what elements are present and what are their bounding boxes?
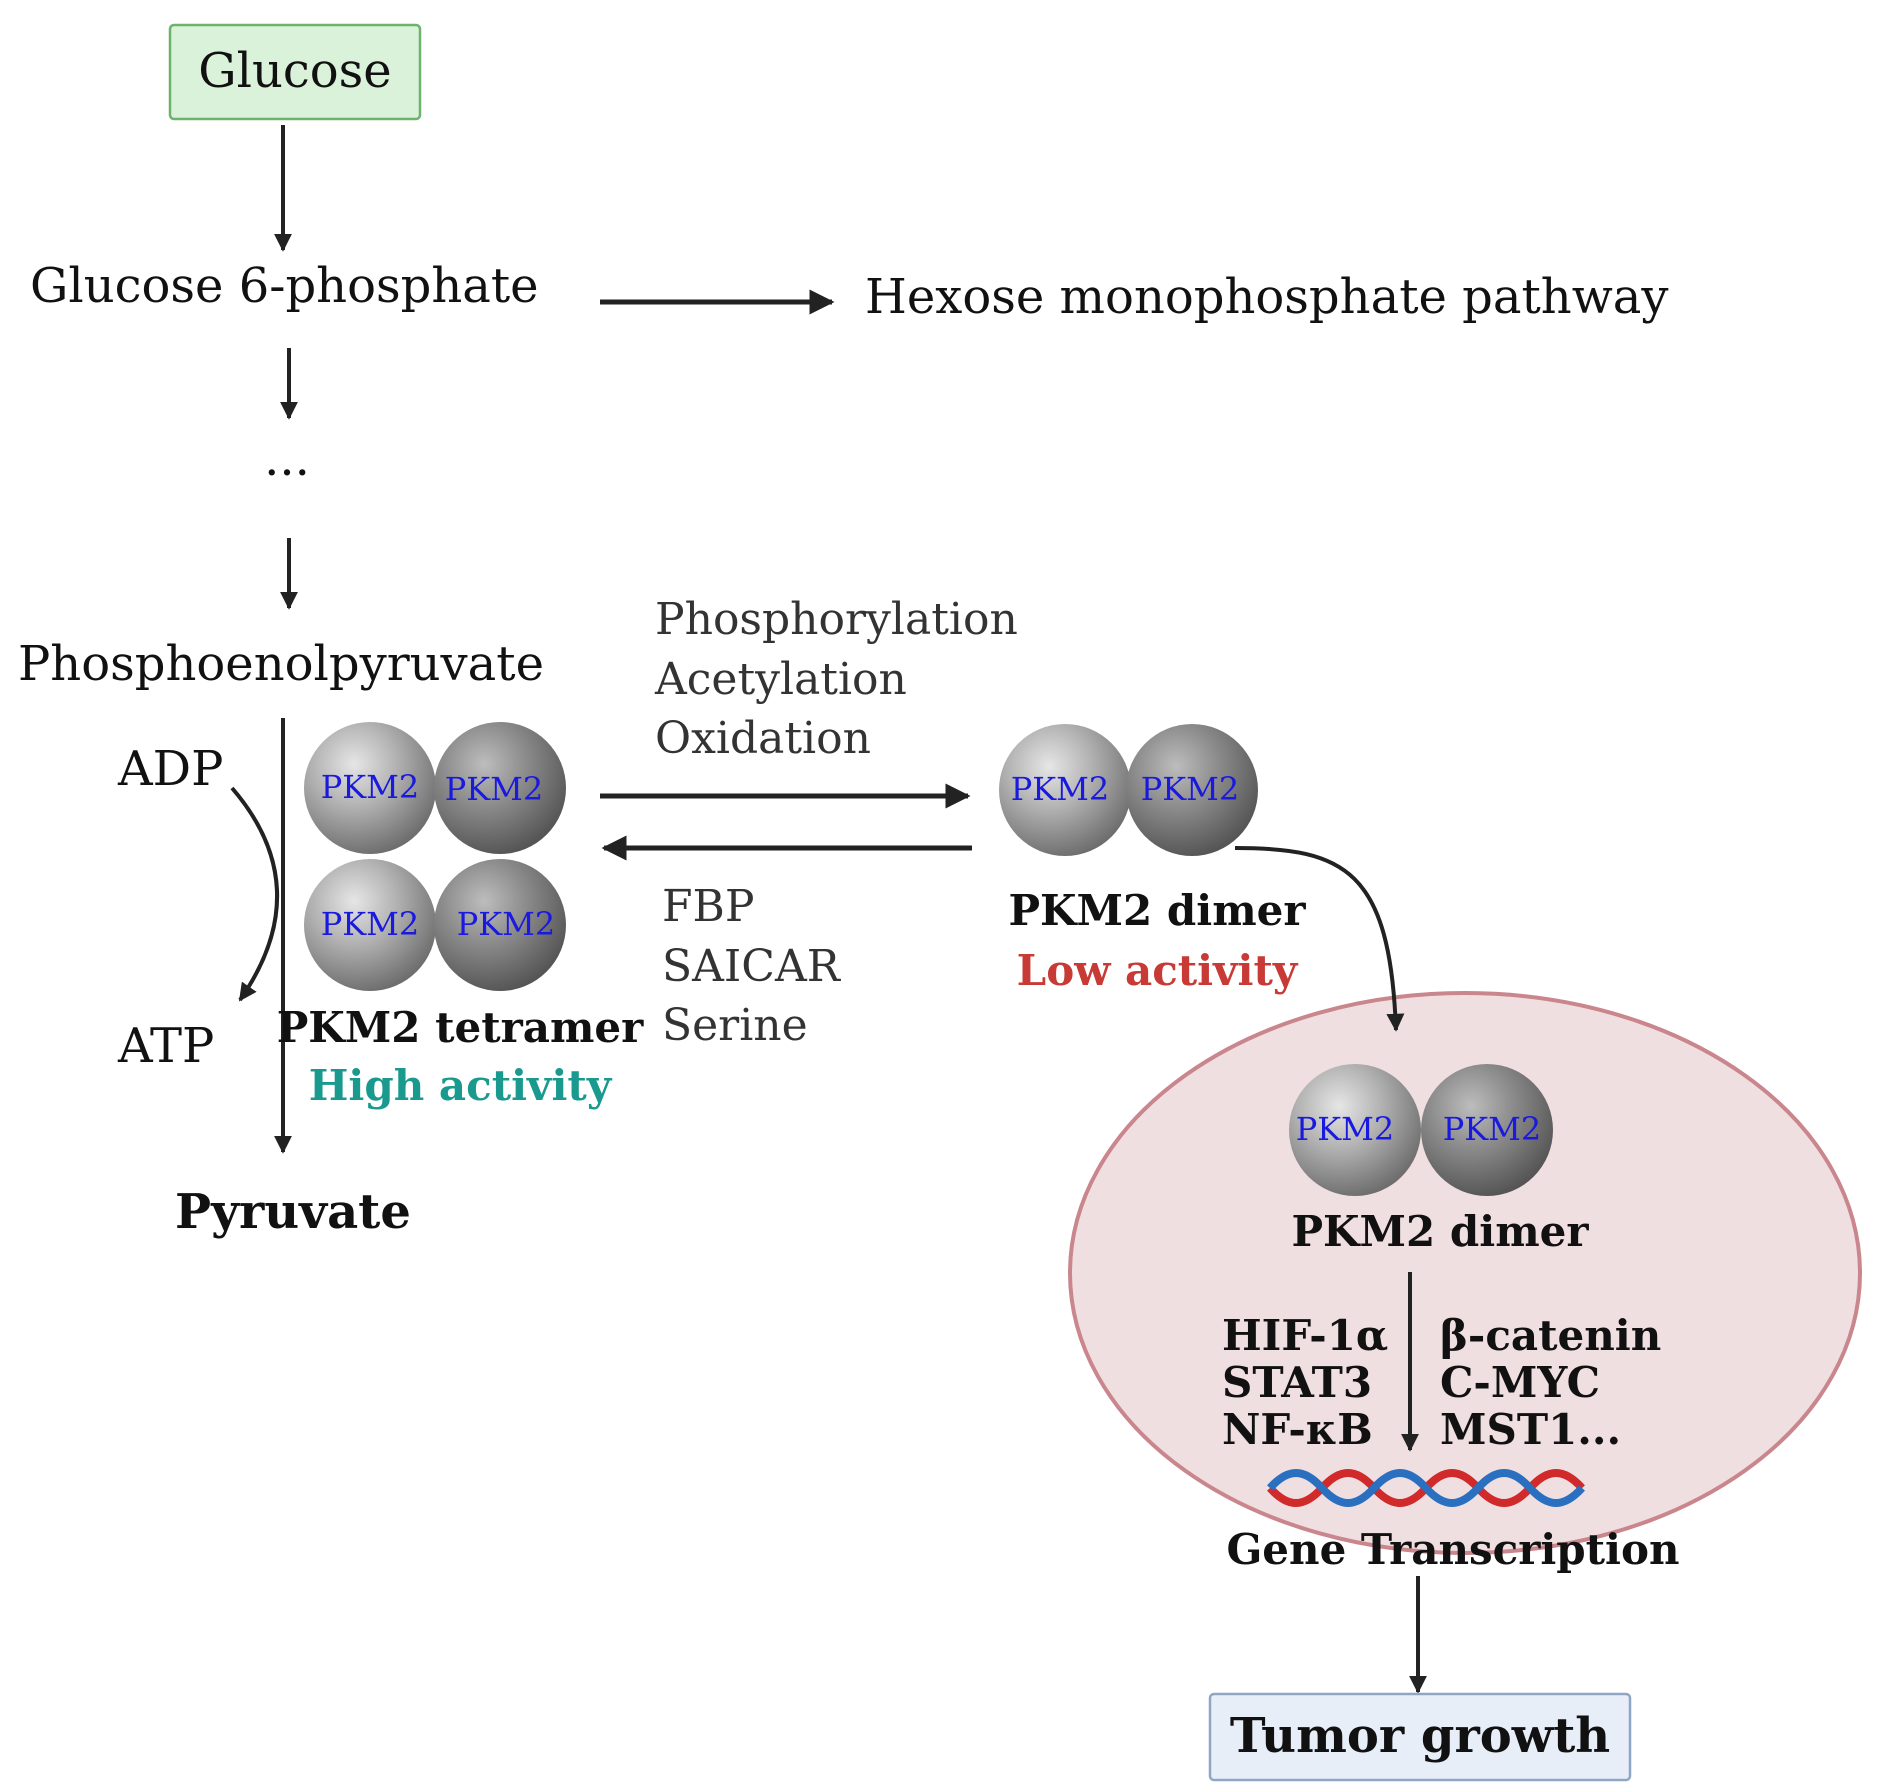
factor-item: STAT3 (1222, 1358, 1372, 1407)
nuclear-pkm2-dimer: PKM2 PKM2 (1289, 1064, 1553, 1196)
arrow-adp-to-atp (230, 786, 279, 1002)
atp-label: ATP (117, 1018, 214, 1074)
hmp-label: Hexose monophosphate pathway (865, 269, 1669, 325)
pkm2-subunit-sphere (999, 724, 1131, 856)
factor-item: β-catenin (1440, 1311, 1661, 1360)
transcription-factors-right: β-catenin C-MYC MST1... (1440, 1311, 1661, 1454)
pkm2-subunit-sphere (304, 859, 436, 991)
modification-item: Serine (662, 1000, 808, 1051)
modification-item: Acetylation (654, 654, 907, 705)
pkm2-tetramer: PKM2 PKM2 PKM2 PKM2 (304, 722, 566, 991)
adp-label: ADP (117, 741, 223, 797)
pkm2-subunit-sphere (1289, 1064, 1421, 1196)
modification-item: Oxidation (655, 713, 871, 764)
pkm2-subunit-label: PKM2 (457, 905, 556, 943)
pkm2-subunit-label: PKM2 (1011, 770, 1110, 808)
modification-item: SAICAR (662, 941, 842, 992)
pkm2-subunit-label: PKM2 (1443, 1110, 1542, 1148)
glucose-box (168, 23, 422, 121)
factor-item: C-MYC (1440, 1358, 1600, 1407)
pkm2-subunit-sphere (1126, 724, 1258, 856)
factor-item: NF-κB (1222, 1405, 1373, 1454)
tumor-growth-box (1208, 1692, 1632, 1782)
pkm2-subunit-sphere (434, 722, 566, 854)
pkm2-subunit-label: PKM2 (1141, 770, 1240, 808)
gene-transcription-label: Gene Transcription (1226, 1525, 1679, 1574)
pkm2-subunit-label: PKM2 (321, 905, 420, 943)
pyruvate-label: Pyruvate (175, 1184, 411, 1240)
factor-item: HIF-1α (1222, 1311, 1388, 1360)
forward-modifications: Phosphorylation Acetylation Oxidation (654, 594, 1018, 764)
nucleus (1068, 991, 1862, 1555)
reverse-modifications: FBP SAICAR Serine (662, 881, 842, 1051)
ellipsis-label: ... (264, 431, 310, 487)
pkm2-dimer-label: PKM2 dimer (1008, 886, 1306, 935)
g6p-label: Glucose 6-phosphate (30, 258, 539, 314)
pkm2-tetramer-label: PKM2 tetramer (277, 1003, 644, 1052)
transcription-factors-left: HIF-1α STAT3 NF-κB (1222, 1311, 1388, 1454)
pkm2-subunit-label: PKM2 (445, 770, 544, 808)
high-activity-label: High activity (309, 1061, 613, 1110)
pkm2-subunit-sphere (434, 859, 566, 991)
pkm2-subunit-sphere (1421, 1064, 1553, 1196)
dna-helix (1267, 1469, 1585, 1507)
dna-strand-blue (1267, 1469, 1585, 1507)
pkm2-subunit-sphere (304, 722, 436, 854)
pkm2-subunit-label: PKM2 (1296, 1110, 1395, 1148)
factor-item: MST1... (1440, 1405, 1621, 1454)
pep-label: Phosphoenolpyruvate (18, 636, 544, 692)
pkm2-dimer: PKM2 PKM2 (999, 724, 1258, 856)
tumor-growth-label: Tumor growth (1230, 1708, 1610, 1764)
pkm2-subunit-label: PKM2 (321, 768, 420, 806)
low-activity-label: Low activity (1017, 946, 1299, 995)
modification-item: FBP (662, 881, 754, 932)
modification-item: Phosphorylation (655, 594, 1018, 645)
glucose-label: Glucose (198, 43, 391, 99)
nuclear-pkm2-dimer-label: PKM2 dimer (1291, 1207, 1589, 1256)
arrow-dimer-to-nucleus (1234, 846, 1405, 1032)
